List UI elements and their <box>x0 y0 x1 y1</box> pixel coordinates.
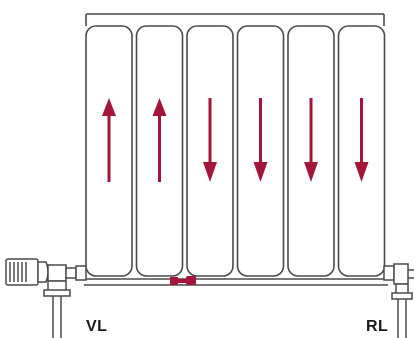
flow-down-arrow <box>203 98 217 182</box>
bottom-pipe <box>84 278 388 286</box>
thermostatic-valve-icon[interactable] <box>5 258 87 286</box>
return-label: RL <box>366 318 389 335</box>
flow-down-arrow <box>304 98 318 182</box>
flow-down-arrow <box>354 98 369 182</box>
flow-down-arrow <box>253 98 268 182</box>
wall-frame <box>85 13 385 26</box>
flow-up-arrow <box>152 98 167 182</box>
lockshield-valve-icon[interactable] <box>383 263 414 285</box>
flow-pipe <box>43 280 71 338</box>
bleed-valve-icon[interactable] <box>170 276 196 285</box>
return-pipe <box>391 283 413 338</box>
flow-label: VL <box>86 318 108 335</box>
radiator-sections <box>85 25 386 277</box>
flow-up-arrow <box>102 98 116 182</box>
